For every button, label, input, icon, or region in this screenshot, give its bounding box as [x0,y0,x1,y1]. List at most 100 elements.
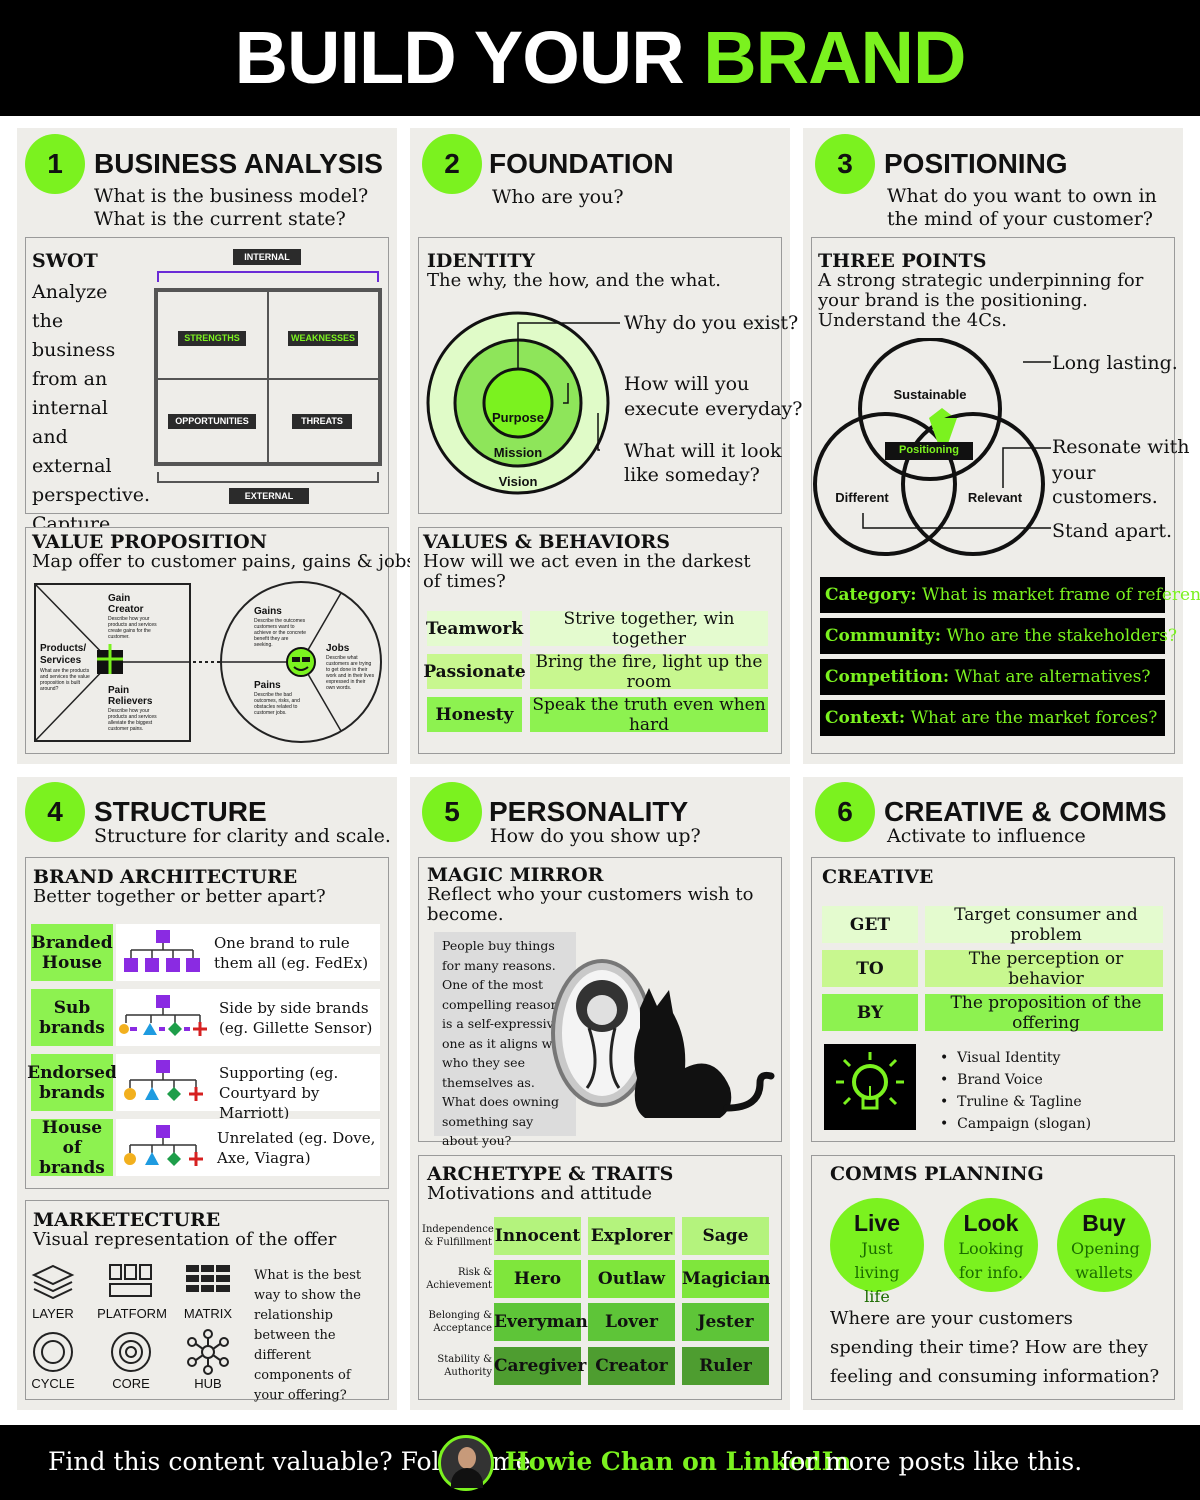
venn-positioning: Positioning [899,444,959,456]
golden-circle-diagram [426,311,620,495]
bullet-item: • Campaign (slogan) [940,1116,1092,1132]
archetype-row-label: Belonging & Acceptance [428,1310,492,1334]
pain-relievers-desc: Describe how your products and services … [108,708,157,732]
swot-card [25,237,389,514]
archetype: Sage [682,1217,769,1255]
card-title: MAGIC MIRROR [427,864,604,886]
swot-threats: THREATS [301,416,343,426]
creative-bullets: • Visual Identity • Brand Voice • Trulin… [940,1047,1091,1135]
card-subtitle: The why, the how, and the what. [427,270,721,291]
value-name: Teamwork [426,611,523,646]
archetype: Jester [682,1303,769,1341]
gain-creator-label: Gain Creator [108,593,144,615]
vision-label: Vision [498,474,538,489]
venn-note-long-lasting: Long lasting. [1052,352,1178,374]
card-subtitle: How will we act even in the darkest of t… [423,551,751,592]
footer: Find this content valuable? Follow me Ho… [0,1425,1200,1500]
archetype-row-label: Independence & Fulfillment [422,1224,494,1248]
creative-value: Target consumer and problem [925,905,1163,945]
mirror-cat-lion-illustration [551,959,775,1118]
card-subtitle: Map offer to customer pains, gains & job… [32,551,422,572]
mission-label: Mission [493,445,543,460]
architecture-type: Sub brands [31,989,113,1046]
card-title: MARKETECTURE [33,1209,221,1231]
matrix-icon-label: MATRIX [183,1306,233,1321]
how-question-2: execute everyday? [624,398,803,420]
sub-brands-icon [119,995,207,1036]
endorsed-brands-icon [124,1060,203,1101]
four-c-row: Category: What is market frame of refere… [820,577,1200,613]
card-title: BRAND ARCHITECTURE [33,866,298,888]
section-title: BUSINESS ANALYSIS [94,148,383,179]
jobs-desc: Describe what customers are trying to ge… [326,655,375,691]
creative-key: GET [822,906,918,943]
magic-mirror-text: People buy things for many reasons. One … [442,938,570,1148]
card-title: COMMS PLANNING [830,1163,1044,1185]
venn-different: Different [835,490,889,505]
pains-label: Pains [254,680,281,691]
section-title: CREATIVE & COMMS [884,796,1167,827]
swot-weaknesses: WEAKNESSES [290,333,355,343]
card-title: CREATIVE [822,866,934,888]
bullet-item: • Visual Identity [940,1050,1061,1066]
avatar[interactable] [438,1435,494,1491]
core-icon-label: CORE [112,1376,150,1391]
card-subtitle: A strong strategic underpinning for your… [818,270,1144,331]
hub-icon-label: HUB [194,1376,222,1391]
linkedin-link[interactable]: Howie Chan on LinkedIn [505,1447,852,1476]
archetype: Magician [682,1260,770,1298]
section-title: PERSONALITY [489,796,689,827]
section-subtitle: What is the business model? [94,185,369,207]
architecture-desc: Supporting (eg. Courtyard by Marriott) [219,1064,339,1122]
card-subtitle: Visual representation of the offer [33,1229,337,1250]
four-c-row: Competition: What are alternatives? [820,659,1165,695]
card-title: THREE POINTS [818,250,987,272]
creative-key: BY [822,994,918,1031]
marketecture-icons [31,1264,230,1375]
card-subtitle: Reflect who your customers wish to becom… [427,884,754,925]
value-name: Honesty [427,697,522,732]
products-label: Products/ Services [40,643,87,666]
archetype: Lover [588,1303,675,1341]
architecture-type: Endorsed brands [27,1054,117,1111]
section-subtitle: How do you show up? [490,825,701,847]
archetype: Caregiver [494,1347,586,1385]
venn-diagram [813,338,1051,556]
section-number: 4 [25,782,85,842]
section-title: FOUNDATION [489,148,674,179]
archetype: Creator [588,1347,675,1385]
card-subtitle: Motivations and attitude [427,1183,653,1204]
value-behavior: Bring the fire, light up the room [530,652,768,692]
card-subtitle: Better together or better apart? [33,886,326,907]
how-question: How will you [624,373,750,395]
why-question: Why do you exist? [624,312,799,334]
value-name: Passionate [423,654,526,689]
creative-key: TO [822,950,918,987]
archetype: Ruler [682,1347,769,1385]
archetype: Explorer [588,1217,675,1255]
house-of-brands-icon [124,1125,203,1166]
card-title: ARCHETYPE & TRAITS [427,1163,674,1185]
swot-diagram [154,249,382,504]
four-c-row: Community: Who are the stakeholders? [820,618,1177,654]
venn-relevant: Relevant [967,490,1023,505]
purpose-label: Purpose [491,410,544,425]
section-subtitle: Who are you? [492,186,624,208]
venn-note-stand-apart: Stand apart. [1052,520,1172,542]
section-number: 3 [815,134,875,194]
section-subtitle: What do you want to own in the mind of y… [887,185,1157,230]
card-title: SWOT [32,250,98,272]
footer-text-2: for more posts like this. [781,1447,1083,1476]
archetype-row-label: Stability & Authority [437,1354,492,1378]
section-subtitle: Structure for clarity and scale. [94,825,391,847]
bullet-item: • Truline & Tagline [940,1094,1082,1110]
section-subtitle: What is the current state? [94,208,346,230]
page-title: BUILD YOUR BRAND [234,16,967,99]
header: BUILD YOUR BRAND [0,0,1200,116]
four-c-row: Context: What are the market forces? [820,700,1165,736]
section-title: POSITIONING [884,148,1068,179]
branded-house-icon [124,930,200,972]
jobs-label: Jobs [326,643,350,654]
